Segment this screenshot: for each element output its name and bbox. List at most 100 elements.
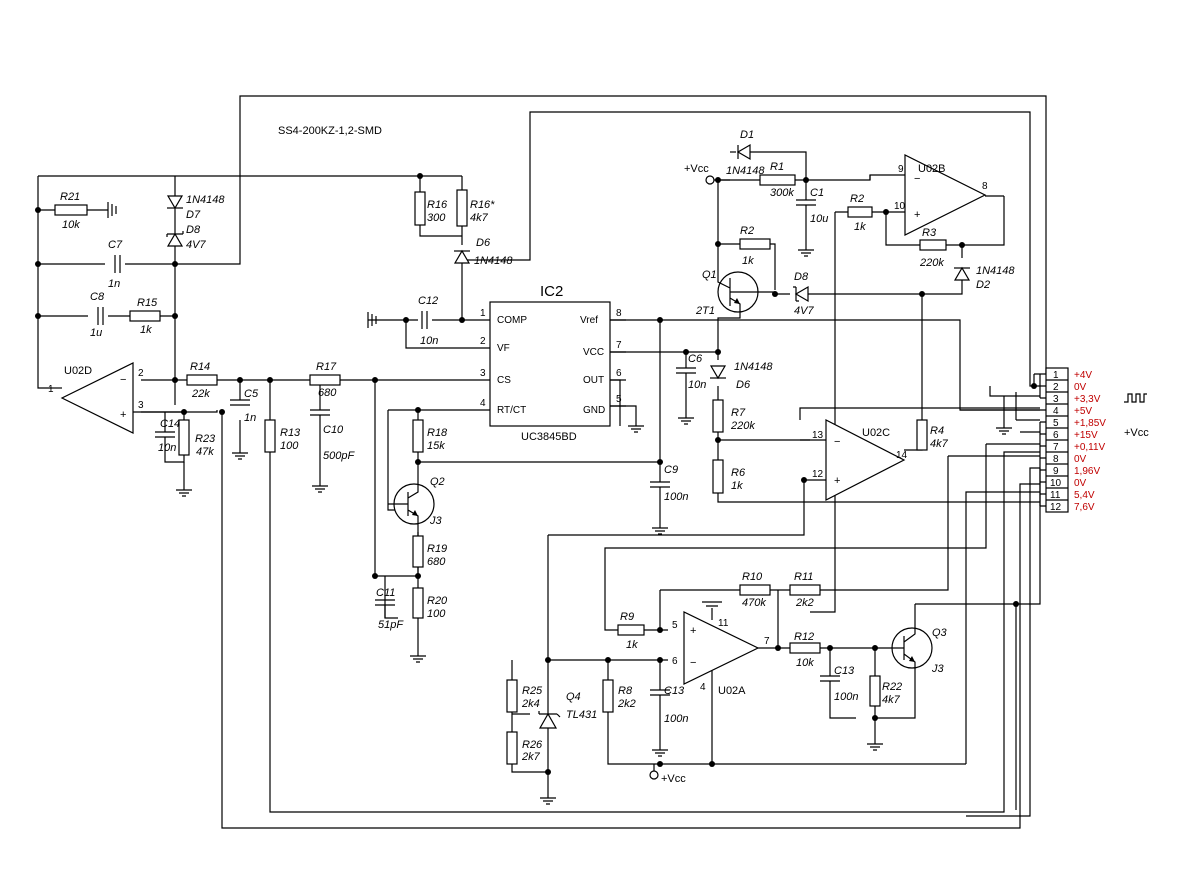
- svg-text:Q1: Q1: [702, 269, 717, 281]
- svg-text:U02C: U02C: [862, 427, 890, 439]
- svg-text:R22: R22: [882, 681, 902, 693]
- resistor-r4: [916, 419, 928, 451]
- resistor-r10: [739, 584, 771, 596]
- diodes: [166, 143, 971, 730]
- resistor-r12: [789, 642, 821, 654]
- svg-text:300k: 300k: [770, 187, 794, 199]
- svg-text:3: 3: [138, 400, 144, 411]
- capacitor-c6: [676, 367, 696, 400]
- svg-text:220k: 220k: [730, 420, 755, 432]
- svg-text:Vref: Vref: [580, 315, 598, 326]
- svg-text:5,4V: 5,4V: [1074, 490, 1095, 501]
- svg-text:2: 2: [1053, 382, 1059, 393]
- capacitor-c8: [97, 307, 104, 325]
- resistor-r7: [712, 399, 724, 433]
- resistor-r3: [919, 239, 947, 251]
- svg-text:4: 4: [1053, 406, 1059, 417]
- svg-text:1: 1: [480, 308, 486, 319]
- svg-text:D1: D1: [740, 129, 754, 141]
- resistor-r18: [412, 419, 424, 453]
- svg-text:R2: R2: [740, 225, 754, 237]
- svg-text:R2: R2: [850, 193, 864, 205]
- svg-text:Q3: Q3: [932, 627, 948, 639]
- svg-text:1N4148: 1N4148: [976, 265, 1015, 277]
- svg-text:+3,3V: +3,3V: [1074, 394, 1101, 405]
- svg-text:+4V: +4V: [1074, 370, 1092, 381]
- resistor-r16: [414, 191, 426, 226]
- svg-text:11: 11: [1050, 490, 1061, 501]
- svg-text:+Vcc: +Vcc: [1124, 427, 1149, 439]
- resistors: [54, 174, 947, 765]
- svg-text:2k4: 2k4: [521, 698, 540, 710]
- svg-text:15k: 15k: [427, 440, 445, 452]
- svg-text:14: 14: [896, 450, 908, 461]
- svg-text:1k: 1k: [731, 480, 743, 492]
- transistors: [388, 270, 933, 672]
- svg-text:R25: R25: [522, 685, 543, 697]
- svg-text:R11: R11: [794, 571, 813, 583]
- svg-text:OUT: OUT: [583, 375, 604, 386]
- svg-text:5: 5: [672, 620, 678, 631]
- svg-text:+Vcc: +Vcc: [661, 773, 686, 785]
- svg-text:8: 8: [616, 308, 622, 319]
- svg-text:10: 10: [894, 201, 906, 212]
- svg-text:+: +: [690, 625, 696, 637]
- capacitor-c5: [230, 399, 250, 406]
- svg-text:1n: 1n: [108, 278, 120, 290]
- ic2-uc3845: [474, 301, 626, 427]
- resistor-r26: [506, 731, 518, 765]
- svg-text:2k2: 2k2: [795, 597, 814, 609]
- resistor-r13: [264, 419, 276, 453]
- svg-text:13: 13: [812, 430, 824, 441]
- svg-text:U02A: U02A: [718, 685, 746, 697]
- svg-text:D6: D6: [736, 379, 751, 391]
- svg-text:220k: 220k: [919, 257, 944, 269]
- resistor-r22: [869, 675, 881, 707]
- svg-text:C8: C8: [90, 291, 105, 303]
- capacitor-c7: [114, 255, 121, 273]
- svg-text:U02B: U02B: [918, 163, 946, 175]
- opamp-u02b: [904, 154, 987, 236]
- svg-text:R4: R4: [930, 425, 944, 437]
- capacitor-c1: [796, 199, 816, 226]
- diode-d2: [953, 266, 971, 281]
- svg-text:VF: VF: [497, 343, 510, 354]
- svg-text:10u: 10u: [810, 213, 828, 225]
- svg-text:100: 100: [280, 440, 299, 452]
- resistor-r19: [412, 535, 424, 568]
- svg-text:100: 100: [427, 608, 446, 620]
- resistor-r11: [789, 584, 821, 596]
- svg-text:−: −: [914, 173, 920, 185]
- capacitor-c12: [421, 311, 428, 329]
- svg-text:680: 680: [427, 556, 446, 568]
- svg-text:10n: 10n: [420, 335, 438, 347]
- svg-text:D7: D7: [186, 209, 201, 221]
- svg-text:TL431: TL431: [566, 709, 597, 721]
- svg-text:1u: 1u: [90, 327, 102, 339]
- svg-text:0V: 0V: [1074, 382, 1087, 393]
- svg-text:2k7: 2k7: [521, 751, 541, 763]
- svg-text:R21: R21: [60, 191, 80, 203]
- svg-text:C10: C10: [323, 424, 344, 436]
- svg-text:100n: 100n: [834, 691, 858, 703]
- opamp-u02c: [825, 419, 906, 501]
- resistor-r2-q1: [739, 238, 771, 250]
- svg-text:+5V: +5V: [1074, 406, 1092, 417]
- svg-text:D8: D8: [794, 271, 809, 283]
- svg-text:C12: C12: [418, 295, 438, 307]
- svg-text:2k2: 2k2: [617, 698, 636, 710]
- svg-text:J3: J3: [429, 515, 443, 527]
- svg-text:1: 1: [1053, 370, 1059, 381]
- svg-text:R15: R15: [137, 297, 158, 309]
- svg-text:+Vcc: +Vcc: [684, 163, 709, 175]
- svg-text:C5: C5: [244, 388, 259, 400]
- svg-text:2T1: 2T1: [695, 305, 715, 317]
- svg-text:10n: 10n: [688, 379, 706, 391]
- diagram-title: SS4-200KZ-1,2-SMD: [278, 125, 382, 137]
- svg-text:1N4148: 1N4148: [474, 255, 513, 267]
- svg-text:500pF: 500pF: [323, 450, 355, 462]
- svg-text:3: 3: [480, 368, 486, 379]
- svg-text:R18: R18: [427, 427, 448, 439]
- svg-text:+15V: +15V: [1074, 430, 1098, 441]
